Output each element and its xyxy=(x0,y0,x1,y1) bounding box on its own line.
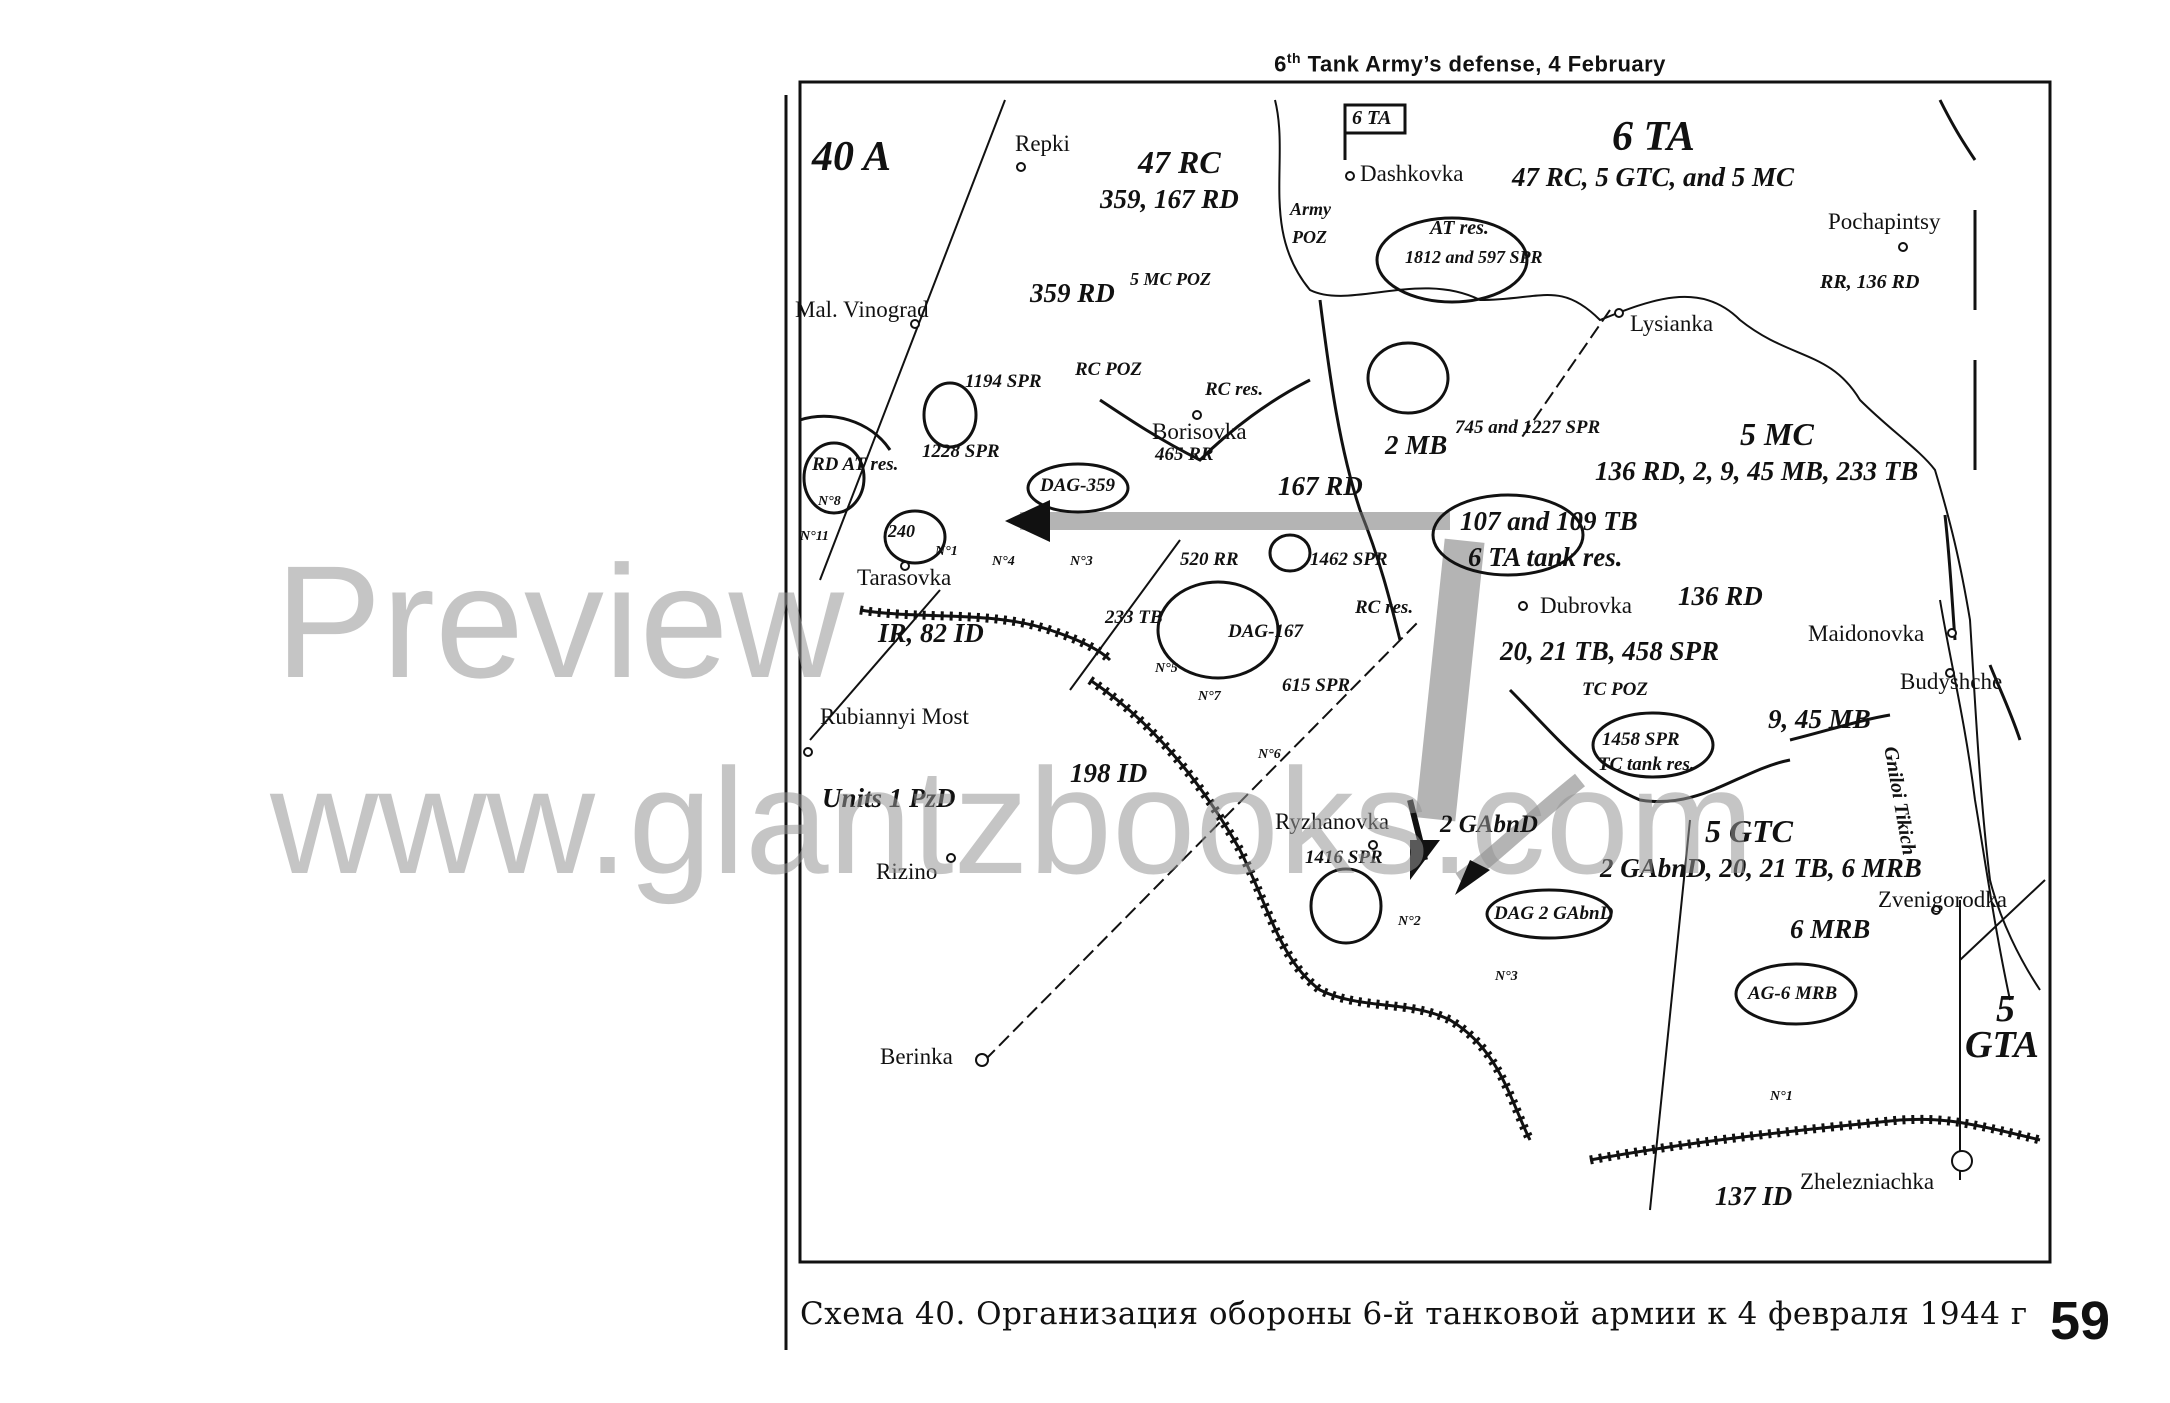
unit-615spr: 615 SPR xyxy=(1282,675,1351,696)
unit-1458spr: 1458 SPR xyxy=(1602,729,1680,750)
road-east-1 xyxy=(1649,819,1691,1211)
unit-359rd: 359 RD xyxy=(1030,278,1115,308)
line-198 xyxy=(1069,539,1181,691)
town-dubrovka: Dubrovka xyxy=(1540,593,1632,618)
unit-5gtc: 5 GTC xyxy=(1705,813,1793,849)
town-lysianka: Lysianka xyxy=(1630,311,1714,336)
unit-1194spr: 1194 SPR xyxy=(965,371,1042,392)
unit-ir-82id: IR, 82 ID xyxy=(878,618,984,648)
town-zhelezniachka: Zhelezniachka xyxy=(1800,1169,1935,1194)
unit-167rd: 167 RD xyxy=(1278,471,1363,501)
watermark-url: www.glantzbooks.com xyxy=(270,737,1754,905)
unit-5mc: 5 MC xyxy=(1740,416,1814,452)
town-rizino: Rizino xyxy=(876,859,938,884)
unit-dag-2gabnd: DAG 2 GAbnD xyxy=(1494,903,1614,924)
map-frame xyxy=(798,80,2052,1264)
unit-rc-res: RC res. xyxy=(1205,379,1264,400)
unit-rr-136rd: RR, 136 RD xyxy=(1820,271,1920,293)
town-mal-vinograd: Mal. Vinograd xyxy=(795,297,929,322)
watermark-preview: Preview xyxy=(275,532,845,711)
unit-n6: N°6 xyxy=(1258,747,1281,762)
army-label-6ta: 6 TA xyxy=(1612,114,1695,160)
unit-rc-poz: RC POZ xyxy=(1075,359,1143,380)
town-dashkovka: Dashkovka xyxy=(1360,161,1464,186)
unit-745spr: 745 and 1227 SPR xyxy=(1455,417,1601,438)
unit-n8: N°8 xyxy=(818,494,841,509)
unit-tc-poz: TC POZ xyxy=(1582,679,1648,700)
town-repki: Repki xyxy=(1015,131,1070,156)
unit-at-res: AT res. xyxy=(1430,217,1489,239)
settlement-markers xyxy=(803,162,1973,1172)
unit-5mc-poz: 5 MC POZ xyxy=(1130,269,1211,289)
unit-47rc: 47 RC xyxy=(1138,144,1221,180)
unit-rc-res-2: RC res. xyxy=(1355,597,1414,618)
unit-2gabnd: 2 GAbnD xyxy=(1440,811,1538,838)
unit-2mb: 2 MB xyxy=(1385,430,1448,460)
unit-n4: N°4 xyxy=(992,554,1015,569)
town-rubiannyi-most: Rubiannyi Most xyxy=(820,704,969,729)
figure-caption: Схема 40. Организация обороны 6-й танков… xyxy=(800,1296,2028,1332)
unit-1228spr: 1228 SPR xyxy=(922,441,1000,462)
unit-n11: N°11 xyxy=(800,529,829,544)
unit-ag-6mrb: AG-6 MRB xyxy=(1748,983,1838,1004)
town-pochapintsy: Pochapintsy xyxy=(1828,209,1941,234)
unit-rd-at-res: RD AT res. xyxy=(812,454,899,475)
town-zvenigorodka: Zvenigorodka xyxy=(1878,887,2008,912)
unit-ovals xyxy=(802,216,1858,1026)
town-berinka: Berinka xyxy=(880,1044,953,1069)
unit-107tb: 107 and 109 TB xyxy=(1460,506,1638,536)
town-maidonovka: Maidonovka xyxy=(1808,621,1925,646)
unit-1pzd: Units 1 PzD xyxy=(822,783,956,813)
river-tikich xyxy=(1939,599,2011,1001)
river-north xyxy=(1274,99,2041,991)
attack-axis xyxy=(1005,500,1585,895)
town-ryzhanovka: Ryzhanovka xyxy=(1275,809,1390,834)
unit-army-poz: Army xyxy=(1290,199,1332,219)
unit-1416spr: 1416 SPR xyxy=(1305,847,1383,868)
unit-1462spr: 1462 SPR xyxy=(1310,549,1388,570)
unit-n7: N°7 xyxy=(1198,689,1221,704)
page-number: 59 xyxy=(2050,1291,2111,1351)
unit-n2: N°2 xyxy=(1398,914,1421,929)
unit-465rr: 465 RR xyxy=(1155,444,1214,465)
town-tarasovka: Tarasovka xyxy=(857,565,952,590)
unit-army-poz-2: POZ xyxy=(1292,227,1327,247)
army-label-5gta: GTA xyxy=(1965,1024,2039,1066)
unit-dag-359: DAG-359 xyxy=(1040,475,1115,496)
unit-n1-a: N°1 xyxy=(935,544,958,559)
unit-47rc-sub: 359, 167 RD xyxy=(1100,184,1239,214)
unit-n3-b: N°3 xyxy=(1495,969,1518,984)
unit-137id: 137 ID xyxy=(1715,1181,1793,1211)
town-borisovka: Borisovka xyxy=(1152,419,1247,444)
unit-5mc-sub: 136 RD, 2, 9, 45 MB, 233 TB xyxy=(1595,456,1919,486)
unit-20-21tb: 20, 21 TB, 458 SPR xyxy=(1500,636,1720,666)
unit-233tb: 233 TB xyxy=(1105,607,1163,628)
unit-240: 240 xyxy=(888,521,915,541)
army-hq-label: 6 TA xyxy=(1352,107,1392,129)
unit-n3: N°3 xyxy=(1070,554,1093,569)
army-label-40a: 40 A xyxy=(812,134,891,180)
unit-136rd: 136 RD xyxy=(1678,581,1763,611)
unit-n1-b: N°1 xyxy=(1770,1089,1793,1104)
unit-tc-tank-res: TC tank res. xyxy=(1598,754,1695,775)
unit-9-45mb: 9, 45 MB xyxy=(1768,704,1871,734)
road-berinka xyxy=(984,619,1421,1061)
town-budyshche: Budyshche xyxy=(1900,669,2003,694)
unit-520rr: 520 RR xyxy=(1180,549,1239,570)
unit-dag-167: DAG-167 xyxy=(1228,621,1303,642)
unit-6mrb: 6 MRB xyxy=(1790,914,1871,944)
unit-at-res-sub: 1812 and 597 SPR xyxy=(1405,247,1543,267)
unit-6ta-sub: 47 RC, 5 GTC, and 5 MC xyxy=(1512,162,1795,192)
unit-6ta-tank-res: 6 TA tank res. xyxy=(1468,542,1623,572)
unit-5gtc-sub: 2 GAbnD, 20, 21 TB, 6 MRB xyxy=(1600,853,1922,883)
defense-lines xyxy=(799,99,2042,1165)
unit-n5: N°5 xyxy=(1155,661,1178,676)
army-label-5gta-num: 5 xyxy=(1996,988,2015,1030)
road-east-3 xyxy=(1959,879,2046,961)
unit-198id: 198 ID xyxy=(1070,758,1148,788)
road-lysianka xyxy=(1519,309,1611,441)
railway-north xyxy=(819,99,1006,581)
page-title: 6th Tank Army’s defense, 4 February xyxy=(1274,50,1666,77)
